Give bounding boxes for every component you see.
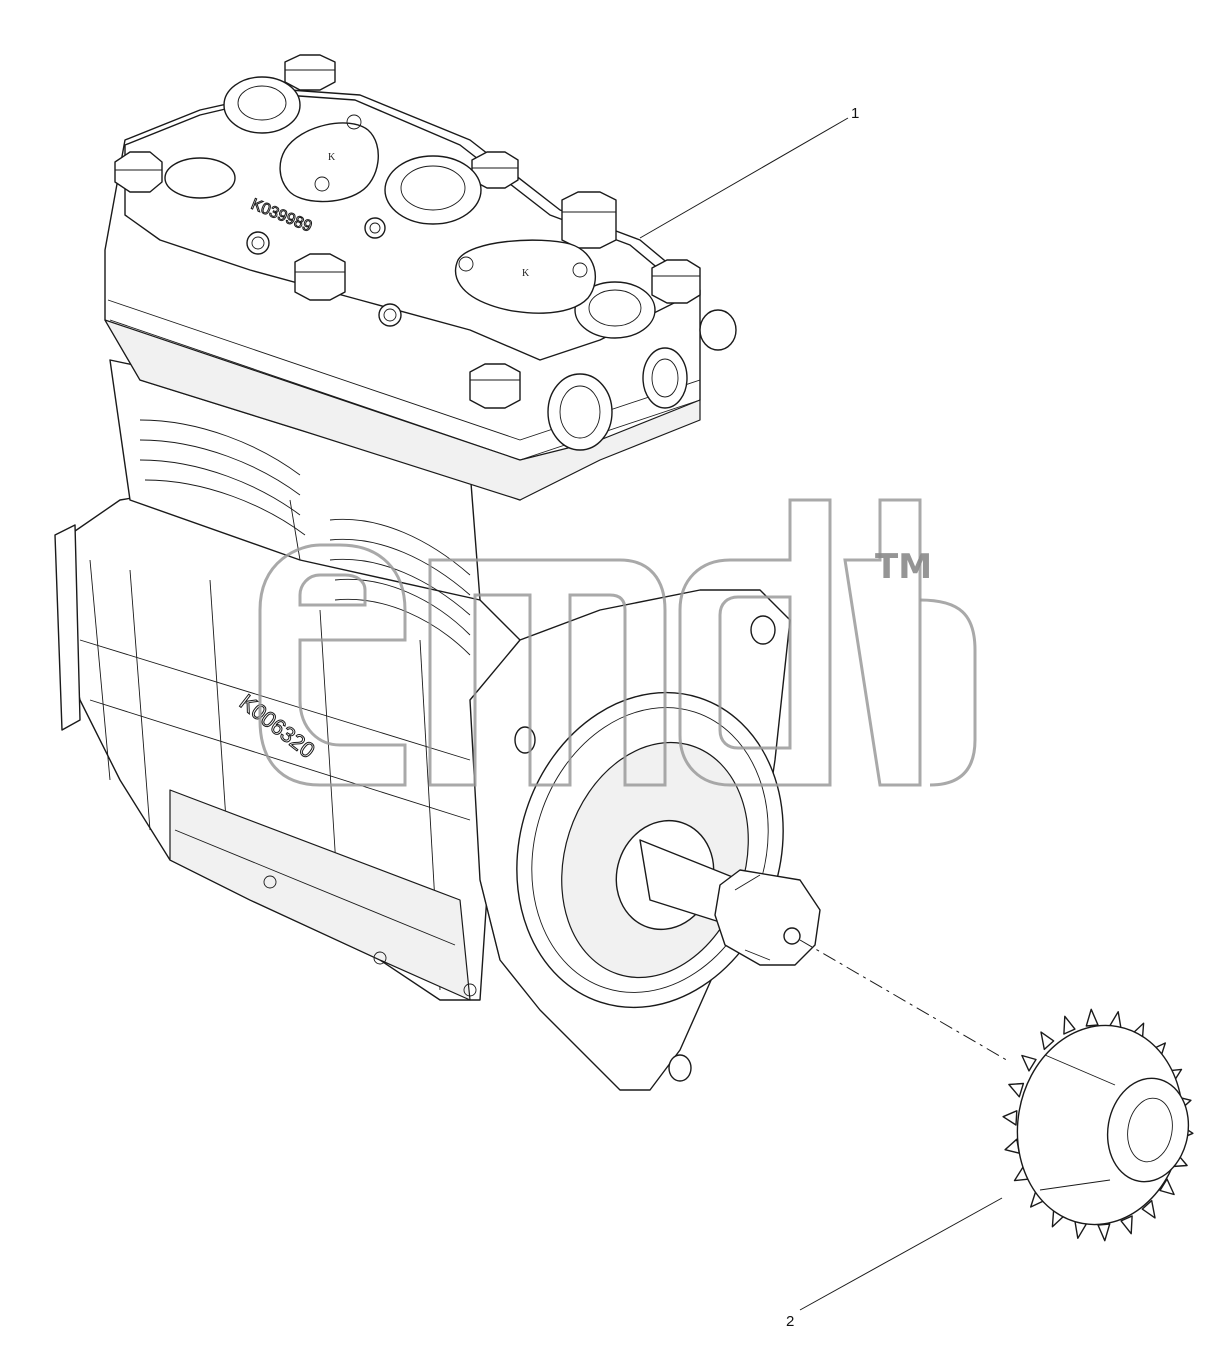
gear-illustration xyxy=(1002,1008,1194,1242)
callout-2: 2 xyxy=(786,1197,1003,1330)
gear-tooth xyxy=(1097,1223,1111,1242)
mounting-flange xyxy=(469,589,821,1091)
gear-tooth xyxy=(1063,1015,1076,1035)
trademark-symbol: TM xyxy=(875,547,932,587)
cover-mark-right: K xyxy=(522,268,530,279)
cylinder-head: K K K039989 xyxy=(104,54,737,501)
head-ports xyxy=(164,76,737,451)
valve-covers: K K xyxy=(279,114,597,314)
callout-number-1: 1 xyxy=(851,105,859,122)
watermark-logo: TM xyxy=(258,498,977,787)
gear-tooth xyxy=(1085,1008,1099,1027)
gear-tooth xyxy=(1008,1082,1025,1098)
cover-mark-left: K xyxy=(328,152,336,163)
gear-tooth xyxy=(1021,1054,1037,1072)
compressor-illustration: K006320 xyxy=(54,54,821,1091)
leader-line-2 xyxy=(799,1197,1003,1311)
head-bolts xyxy=(114,54,701,409)
gear-tooth xyxy=(1040,1031,1055,1051)
gear-tooth xyxy=(1002,1110,1018,1126)
gear-tooth xyxy=(1159,1178,1175,1196)
leader-line-1 xyxy=(639,117,849,239)
callout-1: 1 xyxy=(639,105,859,239)
gear-tooth xyxy=(1141,1199,1156,1219)
callout-number-2: 2 xyxy=(786,1313,794,1330)
gear-tooth xyxy=(1120,1215,1133,1235)
assembly-centerline xyxy=(799,939,1011,1063)
